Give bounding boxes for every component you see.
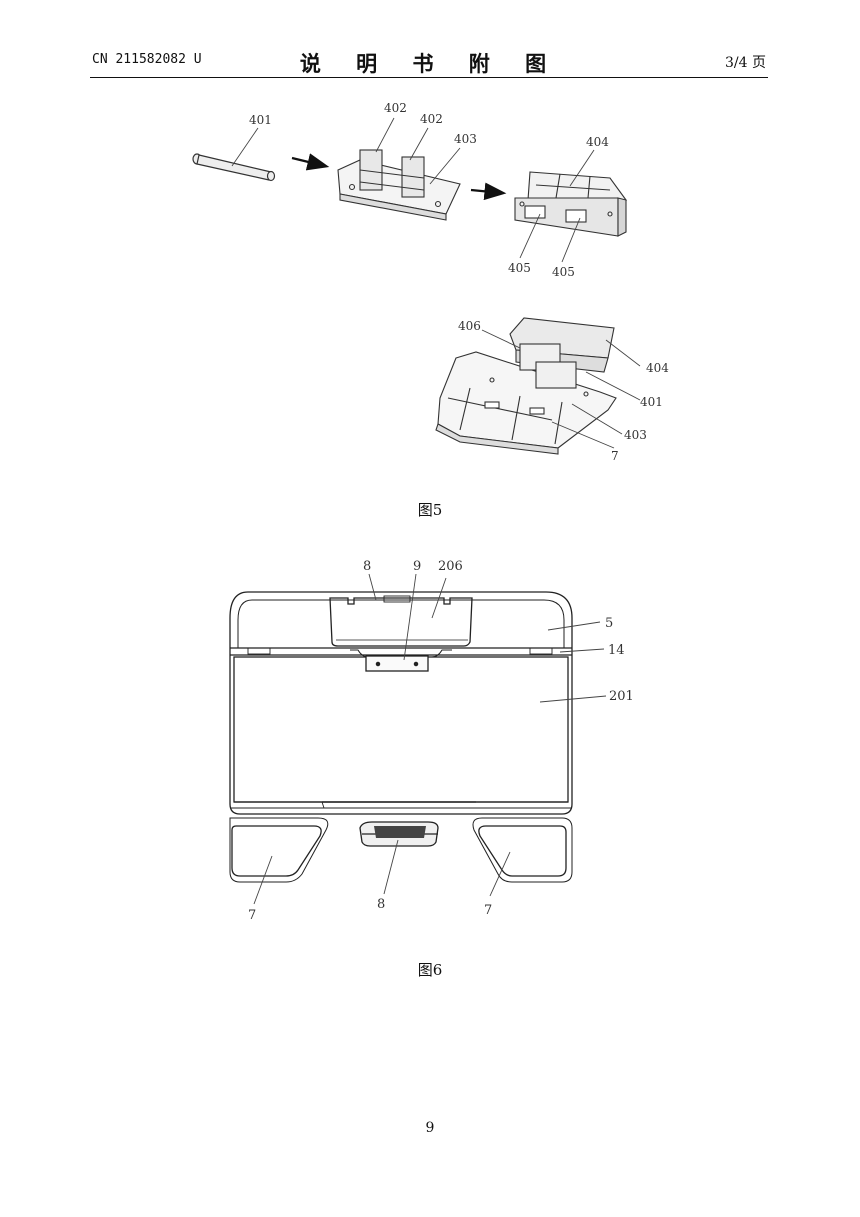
figure-6-leaders — [253, 573, 607, 905]
page-indicator: 3/4 页 — [725, 55, 766, 71]
label-7: 7 — [611, 449, 619, 463]
label-8: 8 — [363, 559, 371, 574]
bracket-part — [337, 149, 461, 221]
label-201: 201 — [609, 689, 634, 704]
figure-5-caption: 图5 — [417, 501, 443, 519]
publication-number: CN 211582082 U — [92, 52, 202, 67]
label-402: 402 — [420, 112, 443, 126]
figure-5-drawing: 401 402 402 403 404 405 405 406 404 401 … — [192, 101, 669, 463]
label-405: 405 — [552, 265, 575, 279]
label-401: 401 — [640, 395, 663, 409]
label-404: 404 — [646, 361, 669, 375]
label-403: 403 — [454, 132, 477, 146]
hinge-block-part — [514, 171, 628, 237]
label-206: 206 — [438, 559, 463, 574]
assembly-arrow-2 — [470, 182, 507, 201]
label-401: 401 — [249, 113, 272, 127]
label-7: 7 — [484, 903, 492, 918]
label-406: 406 — [458, 319, 481, 333]
figure-6-caption: 图6 — [417, 961, 443, 979]
label-404: 404 — [586, 135, 609, 149]
pin-part — [192, 153, 276, 182]
label-7: 7 — [248, 908, 256, 923]
assembled-base-part — [435, 317, 617, 455]
label-8: 8 — [377, 897, 385, 912]
label-9: 9 — [413, 559, 421, 574]
header-rule — [90, 77, 768, 78]
label-403: 403 — [624, 428, 647, 442]
device-outline — [229, 591, 573, 883]
label-405: 405 — [508, 261, 531, 275]
assembly-arrow-1 — [291, 153, 330, 171]
label-402: 402 — [384, 101, 407, 115]
figure-5-leaders — [231, 117, 641, 449]
page-number: 9 — [425, 1120, 435, 1136]
label-5: 5 — [605, 616, 613, 631]
label-14: 14 — [608, 643, 625, 658]
page-title: 说 明 书 附 图 — [299, 52, 561, 76]
